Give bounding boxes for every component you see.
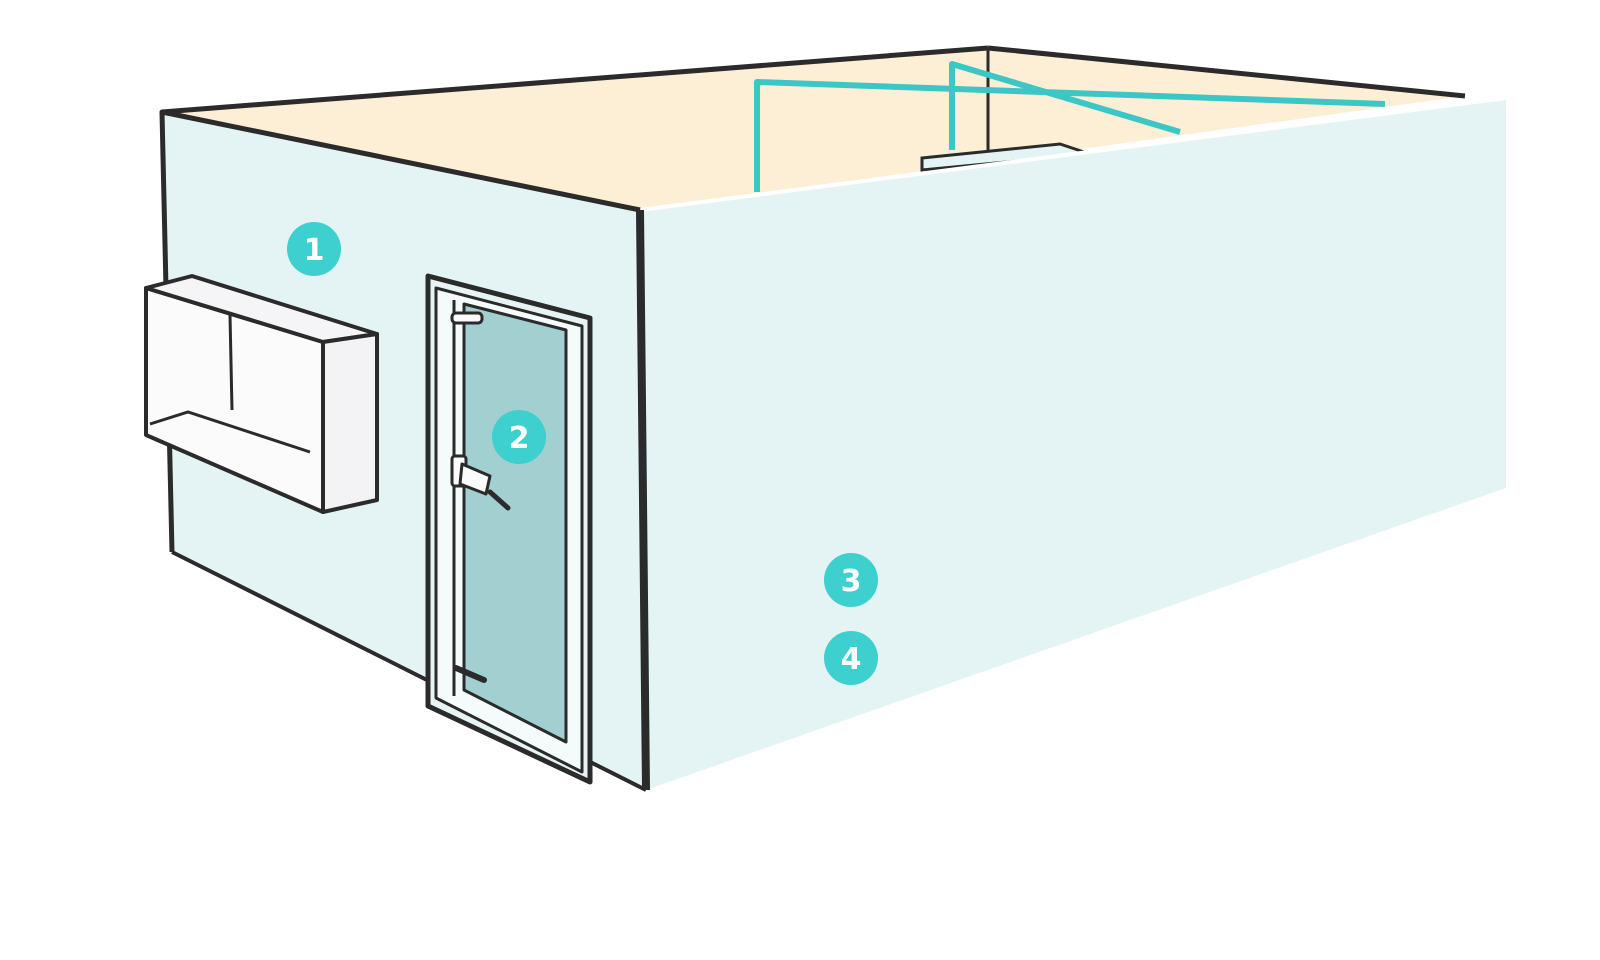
door-handle-rod [487,489,511,511]
marker-2-circle [492,410,546,464]
side-wall-right [640,98,1506,790]
marker-4: 4 [824,631,878,685]
marker-1-label: 1 [304,233,325,268]
condensing-unit [144,274,379,514]
door-handle-lever [458,462,492,496]
condensing-unit-side [321,332,379,514]
door-handle [450,454,511,511]
door-glass-panel [462,302,568,744]
marker-4-label: 4 [841,642,862,677]
door-hinge-bottom [453,665,487,683]
condensing-unit-panel-line [228,314,234,411]
marker-2-label: 2 [509,421,530,456]
refrigerant-pipe-2 [949,61,1181,150]
marker-1-circle [287,222,341,276]
marker-2: 2 [492,410,546,464]
back-wall-edge-left [161,45,989,115]
marker-3: 3 [824,553,878,607]
side-wall-top-edge [639,96,1507,212]
marker-3-label: 3 [841,564,862,599]
insulated-door [425,273,593,785]
refrigerant-pipe-1 [754,79,1386,192]
room-front-corner [636,209,650,791]
marker-4-circle [824,631,878,685]
marker-3-circle [824,553,878,607]
door-hinge-top [450,311,484,325]
condensing-unit-shelf-line [149,410,311,454]
back-wall-edge-right [987,45,1466,99]
marker-1: 1 [287,222,341,276]
